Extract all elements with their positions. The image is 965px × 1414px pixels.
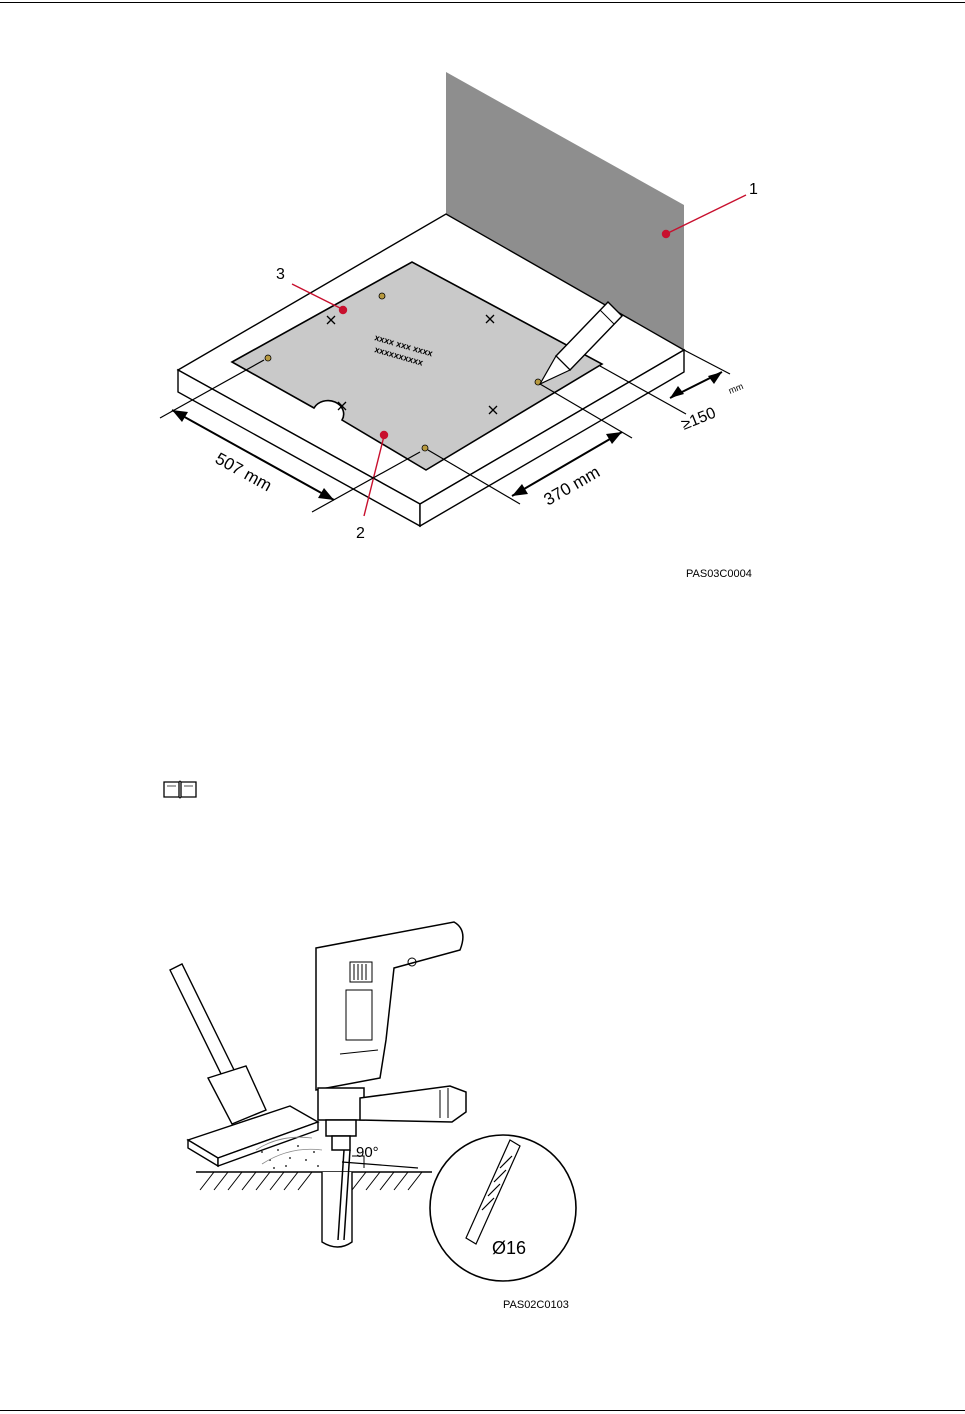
- dust-particles: [261, 1145, 319, 1169]
- drill-bit-size-label: Ø16: [492, 1238, 526, 1258]
- drill-angle-label: 90°: [356, 1144, 379, 1161]
- floor-hatching: [200, 1172, 422, 1190]
- vacuum-cleaner-icon: [170, 964, 318, 1166]
- figure-code: PAS02C0103: [503, 1299, 569, 1311]
